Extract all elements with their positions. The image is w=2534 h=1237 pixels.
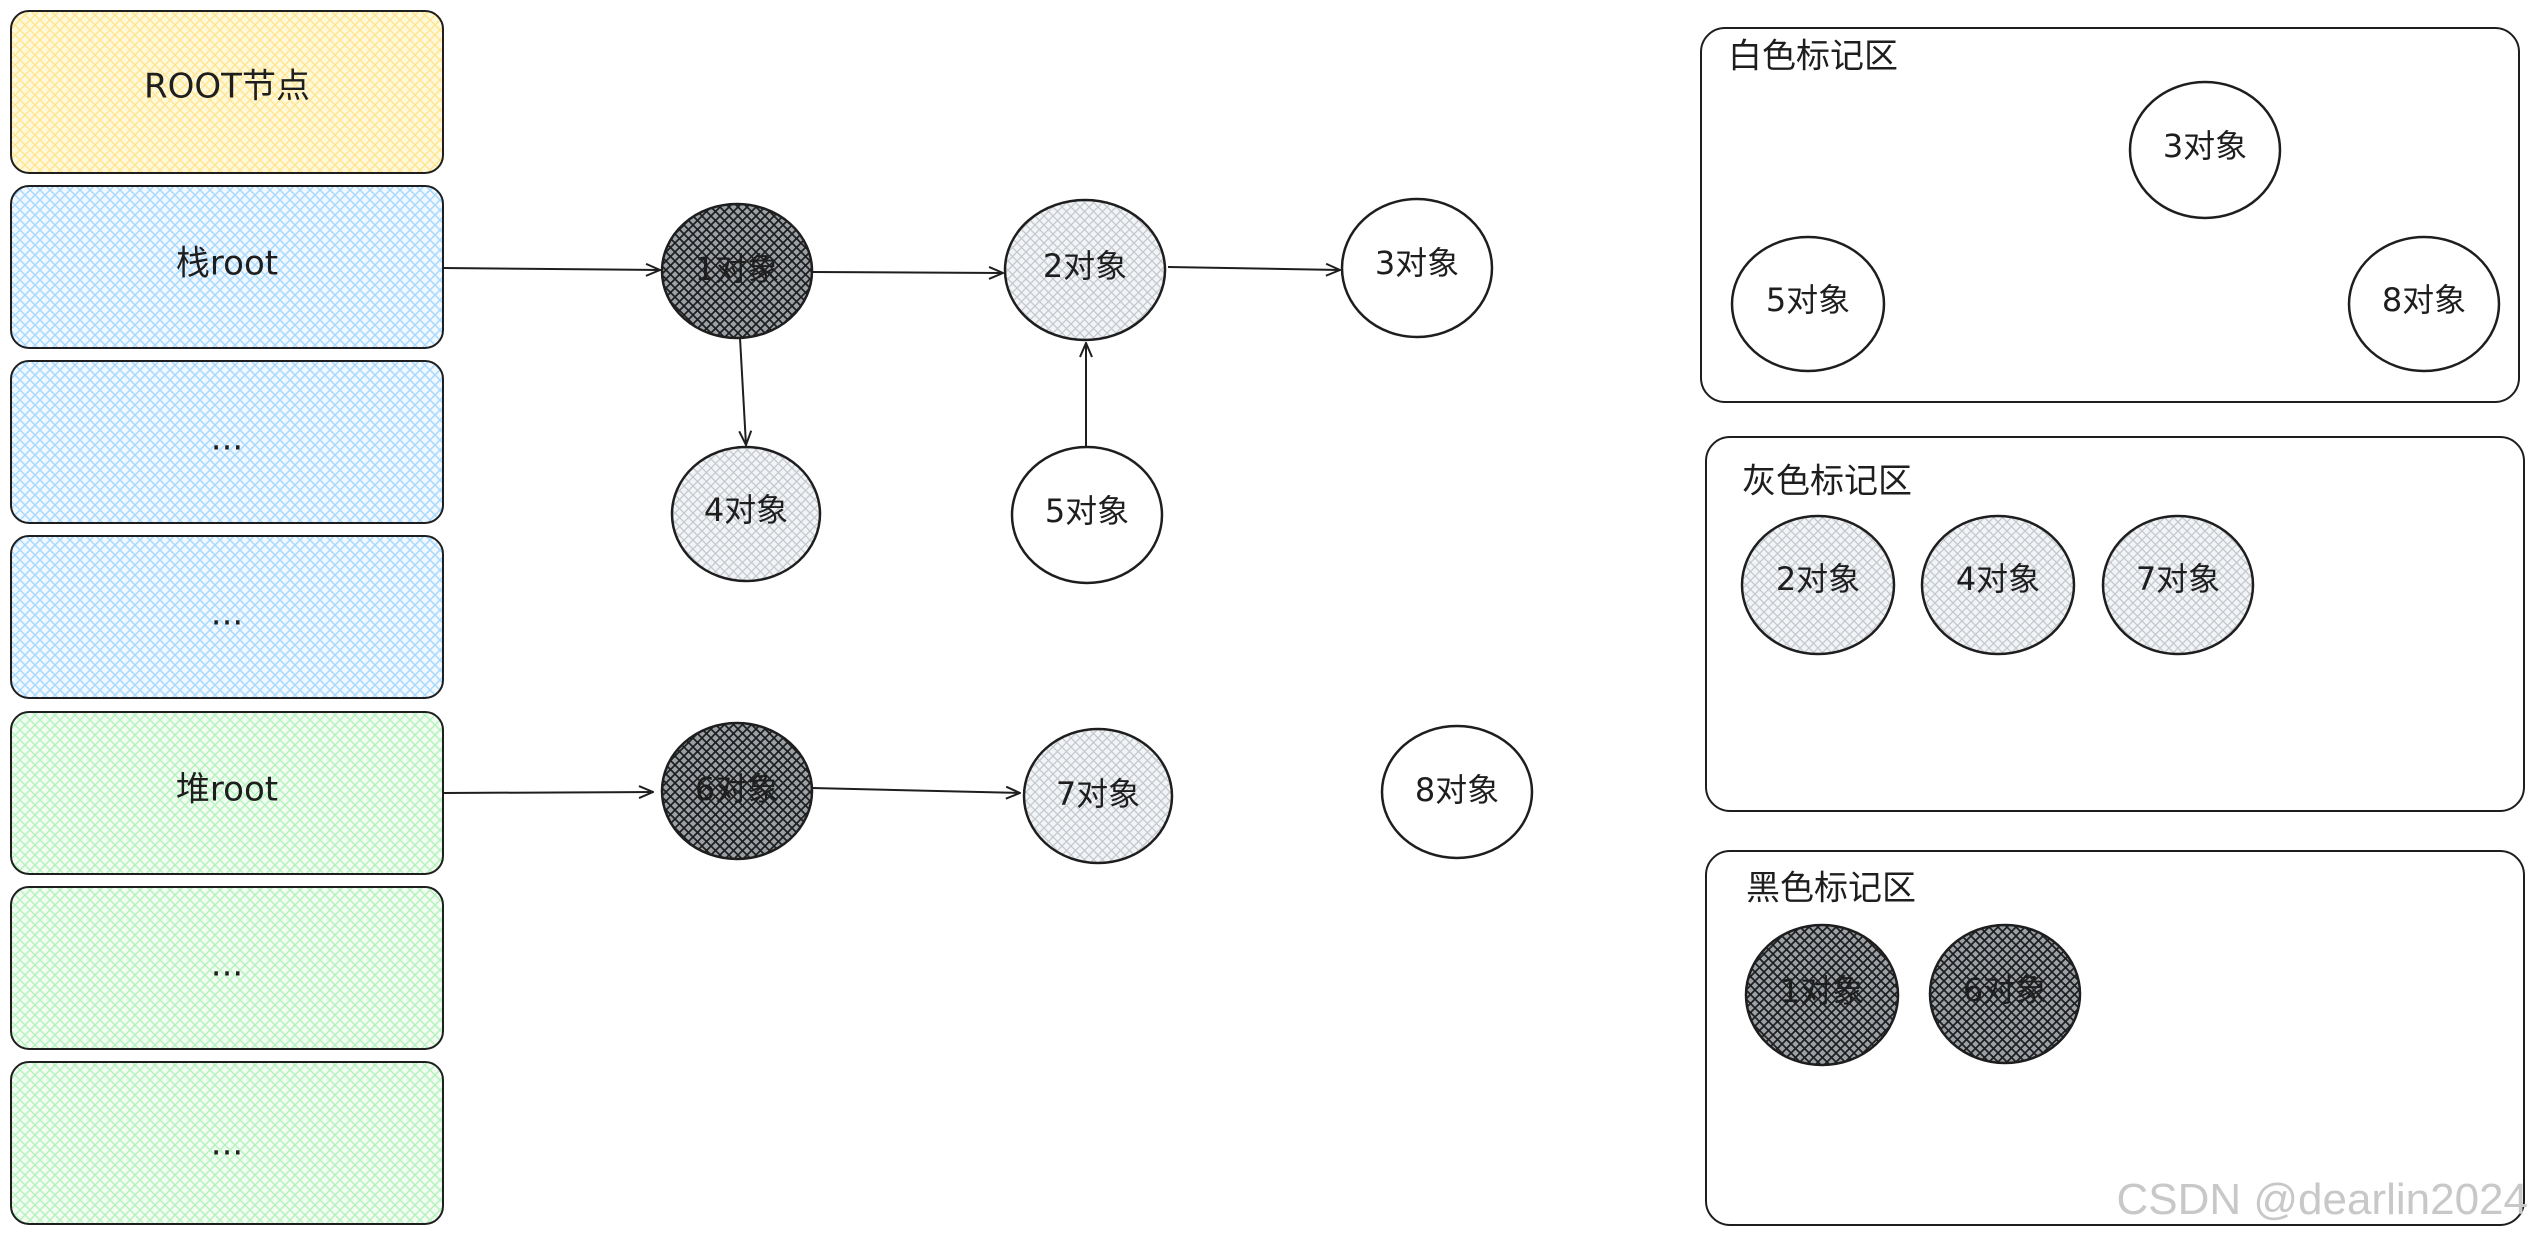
stack-root-label: 栈root <box>176 244 278 284</box>
object-node-2: 2对象 <box>1003 198 1167 342</box>
object-node-6: 6对象 <box>660 721 814 861</box>
object-graph: 1对象 2对象 3对象 4对象 5对象 6对象 7对象 8对象 <box>660 197 1534 865</box>
object-node-8: 8对象 <box>1380 724 1534 860</box>
reference-arrows <box>442 267 1340 793</box>
object-node-3-label: 3对象 <box>1375 244 1459 282</box>
stack-root-box: 栈root <box>10 185 444 349</box>
black-mark-zone-title: 黑色标记区 <box>1746 869 1916 909</box>
object-node-4: 4对象 <box>670 445 822 583</box>
object-node-6-label: 6对象 <box>695 770 779 808</box>
gray-zone-object: 2对象 <box>1740 514 1896 656</box>
root-node-label: ROOT节点 <box>144 67 310 107</box>
object-node-1-label: 1对象 <box>695 250 779 288</box>
arrow-obj1-to-obj2 <box>811 272 1003 273</box>
stack-slot-box: ... <box>10 535 444 699</box>
white-zone-object-label: 8对象 <box>2382 281 2466 319</box>
gray-zone-object-label: 4对象 <box>1956 560 2040 598</box>
heap-root-label: 堆root <box>176 770 278 810</box>
heap-slot-box: ... <box>10 886 444 1050</box>
black-zone-object: 1对象 <box>1744 923 1900 1067</box>
stack-slot-box: ... <box>10 360 444 524</box>
stack-slot-label: ... <box>211 419 243 459</box>
heap-slot-label: ... <box>211 1124 243 1164</box>
heap-slot-label: ... <box>211 945 243 985</box>
arrow-heap-root-to-obj6 <box>442 792 653 793</box>
white-zone-object: 3对象 <box>2128 80 2282 220</box>
black-mark-zone: 黑色标记区 1对象 6对象 <box>1705 850 2525 1226</box>
gray-zone-object-label: 2对象 <box>1776 560 1860 598</box>
gray-zone-object: 7对象 <box>2101 514 2255 656</box>
root-column: ROOT节点 栈root ... ... 堆root ... ... <box>10 10 444 1225</box>
arrow-obj6-to-obj7 <box>811 788 1020 793</box>
heap-slot-box: ... <box>10 1061 444 1225</box>
object-node-7: 7对象 <box>1022 727 1174 865</box>
object-node-3: 3对象 <box>1340 197 1494 339</box>
white-mark-zone-title: 白色标记区 <box>1728 37 1898 77</box>
white-zone-object: 5对象 <box>1730 235 1886 373</box>
arrow-stack-root-to-obj1 <box>442 268 660 270</box>
heap-root-box: 堆root <box>10 711 444 875</box>
white-zone-object-label: 3对象 <box>2163 127 2247 165</box>
gray-mark-zone: 灰色标记区 2对象 4对象 7对象 <box>1705 436 2525 812</box>
arrow-obj1-to-obj4 <box>740 337 746 445</box>
object-node-5-label: 5对象 <box>1045 492 1129 530</box>
stack-slot-label: ... <box>211 594 243 634</box>
root-node-box: ROOT节点 <box>10 10 444 174</box>
black-zone-object-label: 6对象 <box>1963 971 2047 1009</box>
arrow-obj2-to-obj3 <box>1167 267 1340 270</box>
gray-zone-object-label: 7对象 <box>2136 560 2220 598</box>
white-zone-object: 8对象 <box>2347 235 2501 373</box>
white-zone-object-label: 5对象 <box>1766 281 1850 319</box>
object-node-4-label: 4对象 <box>704 491 788 529</box>
object-node-8-label: 8对象 <box>1415 771 1499 809</box>
object-node-7-label: 7对象 <box>1056 775 1140 813</box>
gray-mark-zone-title: 灰色标记区 <box>1742 462 1912 502</box>
object-node-2-label: 2对象 <box>1043 247 1127 285</box>
black-zone-object-label: 1对象 <box>1780 972 1864 1010</box>
object-node-5: 5对象 <box>1010 445 1164 585</box>
object-node-1: 1对象 <box>660 202 814 340</box>
white-mark-zone: 白色标记区 3对象 5对象 8对象 <box>1700 27 2520 403</box>
gray-zone-object: 4对象 <box>1920 514 2076 656</box>
black-zone-object: 6对象 <box>1928 923 2082 1065</box>
csdn-watermark: CSDN @dearlin2024 <box>2116 1175 2528 1224</box>
